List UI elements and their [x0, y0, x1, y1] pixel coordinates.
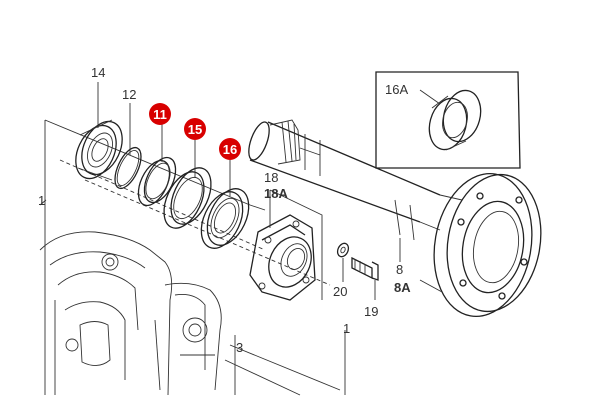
gearbox-housing [39, 119, 346, 396]
washer-part-20 [336, 242, 350, 282]
badge-part-11-label: 11 [153, 107, 167, 122]
label-part-16a: 16A [385, 82, 408, 97]
badge-part-16-label: 16 [223, 142, 237, 157]
part-number-labels: 14 12 18 18A 20 19 8 8A 16A 1 1 3 [38, 65, 411, 355]
highlighted-part-badges: 11 15 16 [149, 103, 241, 160]
badge-part-15: 15 [184, 118, 206, 140]
label-part-18a: 18A [264, 186, 288, 201]
label-part-14: 14 [91, 65, 105, 80]
label-part-1-bottom: 1 [343, 321, 350, 336]
leader-lines [39, 82, 231, 206]
axle-shaft-part-8 [248, 119, 463, 241]
retainer-housing-part-18 [249, 189, 323, 301]
oil-seal-part-16 [200, 188, 250, 249]
ring-part-15 [163, 167, 212, 229]
badge-part-11: 11 [149, 103, 171, 125]
label-part-19: 19 [364, 304, 378, 319]
badge-part-15-label: 15 [188, 122, 202, 137]
snap-ring-part-12 [114, 146, 142, 190]
label-part-1-left: 1 [38, 193, 45, 208]
label-part-12: 12 [122, 87, 136, 102]
bearing-part-14 [75, 119, 123, 181]
inset-box-part-16a [375, 71, 521, 169]
label-part-8: 8 [396, 262, 403, 277]
label-part-18: 18 [264, 170, 278, 185]
badge-part-16: 16 [219, 138, 241, 160]
ring-part-11 [137, 156, 177, 207]
label-part-3: 3 [236, 340, 243, 355]
label-part-8a: 8A [394, 280, 411, 295]
axle-flange-part-8 [399, 172, 542, 318]
bolt-part-19 [351, 256, 379, 300]
assembly-axis-lines [59, 159, 331, 286]
label-part-20: 20 [333, 284, 347, 299]
